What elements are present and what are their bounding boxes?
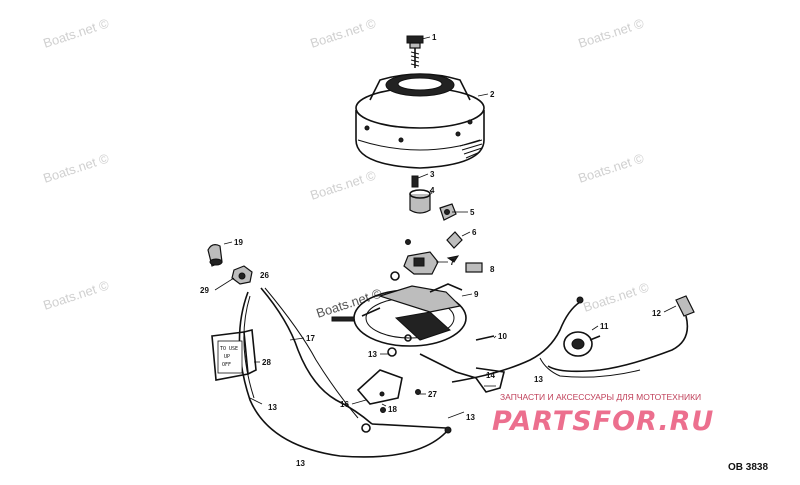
part-pin bbox=[475, 335, 495, 341]
part-bracket bbox=[390, 239, 439, 281]
callout-label: 13 bbox=[368, 350, 377, 359]
callout-label: 13 bbox=[466, 413, 475, 422]
callout-label: 17 bbox=[306, 334, 315, 343]
sticker-line: OFF bbox=[222, 362, 231, 368]
callout-label: 26 bbox=[260, 271, 269, 280]
callouts: 1 2 3 4 5 6 7 8 9 10 11 12 13 13 13 13 1… bbox=[200, 33, 661, 468]
part-wiring bbox=[238, 287, 641, 458]
callout-label: 9 bbox=[474, 290, 479, 299]
part-flywheel bbox=[355, 73, 485, 169]
callout-label: 4 bbox=[430, 186, 435, 195]
watermark: Boats.net © bbox=[41, 150, 111, 185]
callout-label: 8 bbox=[490, 265, 495, 274]
callout-label: 10 bbox=[498, 332, 507, 341]
part-plug-cap bbox=[547, 295, 695, 373]
part-bolt bbox=[406, 35, 424, 68]
callout-label: 2 bbox=[490, 90, 495, 99]
part-sleeve bbox=[446, 231, 463, 263]
watermark: Boats.net © bbox=[308, 167, 378, 202]
part-screw-27 bbox=[415, 389, 421, 395]
callout-label: 29 bbox=[200, 286, 209, 295]
watermark: Boats.net © bbox=[41, 15, 111, 50]
part-clip bbox=[439, 203, 457, 221]
part-collar bbox=[409, 189, 431, 214]
part-ground-lead bbox=[419, 353, 505, 393]
part-cover-plate bbox=[356, 369, 403, 405]
callout-label: 7 bbox=[450, 258, 455, 267]
callout-label: 6 bbox=[472, 228, 477, 237]
callout-label: 12 bbox=[652, 309, 661, 318]
part-stator-plate bbox=[331, 283, 467, 347]
watermark: Boats.net © bbox=[41, 277, 111, 312]
drawing-code: OB 3838 bbox=[728, 462, 768, 473]
part-nut bbox=[231, 265, 253, 285]
callout-label: 19 bbox=[234, 238, 243, 247]
part-key bbox=[411, 175, 419, 188]
callout-label: 1 bbox=[432, 33, 437, 42]
callout-label: 28 bbox=[262, 358, 271, 367]
callout-label: 27 bbox=[428, 390, 437, 399]
part-ignition-coil bbox=[563, 331, 601, 357]
watermark-layer: Boats.net © Boats.net © Boats.net © Boat… bbox=[41, 15, 651, 320]
watermark: Boats.net © bbox=[314, 285, 384, 320]
sticker-line: UP bbox=[224, 354, 230, 360]
callout-label: 14 bbox=[486, 371, 495, 380]
callout-label: 13 bbox=[296, 459, 305, 468]
callout-label: 5 bbox=[470, 208, 475, 217]
watermark: Boats.net © bbox=[576, 15, 646, 50]
callout-label: 13 bbox=[268, 403, 277, 412]
callout-label: 3 bbox=[430, 170, 435, 179]
watermark: Boats.net © bbox=[308, 15, 378, 50]
watermark: Boats.net © bbox=[576, 150, 646, 185]
brand-logo: PARTSFOR.RU bbox=[492, 406, 714, 437]
part-screw-16 bbox=[380, 407, 386, 413]
callout-label: 11 bbox=[600, 322, 609, 331]
callout-label: 16 bbox=[340, 400, 349, 409]
brand-watermark: ЗАПЧАСТИ И АКСЕССУАРЫ ДЛЯ МОТОТЕХНИКИ PA… bbox=[492, 392, 714, 437]
part-pad bbox=[465, 262, 483, 273]
sticker-line: TO USE bbox=[220, 346, 238, 352]
brand-tagline: ЗАПЧАСТИ И АКСЕССУАРЫ ДЛЯ МОТОТЕХНИКИ bbox=[500, 392, 701, 402]
callout-label: 18 bbox=[388, 405, 397, 414]
part-bulb bbox=[207, 244, 223, 267]
watermark: Boats.net © bbox=[581, 279, 651, 314]
leader-lines bbox=[214, 36, 677, 419]
part-label-box: TO USE UP OFF bbox=[211, 328, 257, 381]
callout-label: 13 bbox=[534, 375, 543, 384]
